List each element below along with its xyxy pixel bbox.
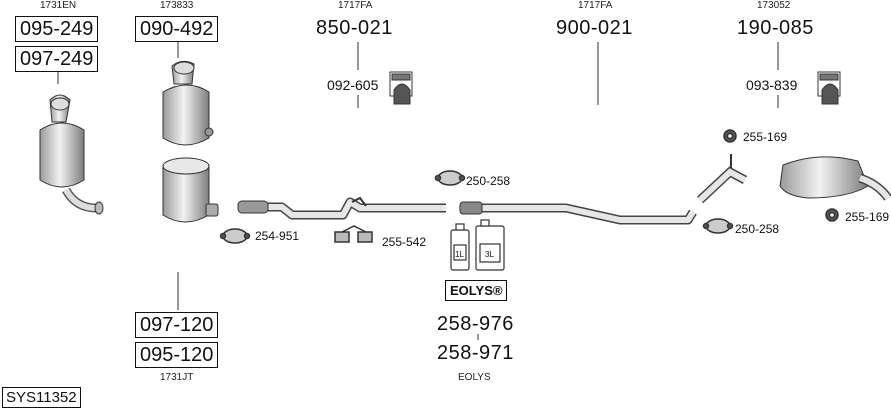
bracket-icon[interactable] bbox=[817, 71, 841, 105]
mount-icon[interactable] bbox=[334, 225, 373, 243]
additive-can-icon[interactable] bbox=[475, 219, 505, 271]
part-number[interactable]: 190-085 bbox=[737, 17, 814, 39]
catalytic-converter-icon[interactable] bbox=[39, 94, 104, 215]
part-number[interactable]: 258-971 bbox=[437, 342, 514, 364]
front-pipe-icon[interactable] bbox=[237, 196, 446, 220]
clamp-icon[interactable] bbox=[219, 228, 251, 244]
rear-silencer-icon[interactable] bbox=[696, 154, 891, 204]
eolys-badge: EOLYS® bbox=[445, 280, 508, 301]
accessory-part-number[interactable]: 254-951 bbox=[255, 229, 300, 243]
accessory-part-number[interactable]: 255-169 bbox=[845, 210, 890, 224]
part-number-box[interactable]: 095-120 bbox=[135, 342, 219, 368]
part-number-box[interactable]: 097-120 bbox=[135, 312, 219, 338]
leader-lines bbox=[57, 42, 779, 340]
middle-pipe-icon[interactable] bbox=[459, 201, 697, 225]
system-id: SYS11352 bbox=[2, 387, 81, 408]
can-label: 1L bbox=[455, 250, 464, 259]
particulate-filter-icon[interactable] bbox=[162, 157, 219, 223]
ref-173052: 173052 bbox=[757, 0, 791, 11]
ref-173833: 173833 bbox=[160, 0, 194, 11]
part-number-box[interactable]: 097-249 bbox=[15, 46, 99, 72]
bracket-part-number[interactable]: 092-605 bbox=[327, 77, 379, 93]
accessory-part-number[interactable]: 255-169 bbox=[743, 130, 788, 144]
ref-1717fa: 1717FA bbox=[338, 0, 373, 11]
part-number[interactable]: 850-021 bbox=[316, 17, 393, 39]
ref-eolys: EOLYS bbox=[458, 372, 491, 383]
bracket-icon[interactable] bbox=[389, 71, 413, 105]
bracket-part-number[interactable]: 093-839 bbox=[746, 77, 798, 93]
can-label: 3L bbox=[485, 250, 494, 259]
clamp-icon[interactable] bbox=[702, 218, 734, 234]
part-number-box[interactable]: 095-249 bbox=[15, 16, 99, 42]
ref-1731jt: 1731JT bbox=[160, 372, 194, 383]
rubber-mount-icon[interactable] bbox=[825, 208, 839, 222]
part-number[interactable]: 258-976 bbox=[437, 313, 514, 335]
accessory-part-number[interactable]: 250-258 bbox=[735, 222, 780, 236]
ref-1731en: 1731EN bbox=[40, 0, 77, 11]
rubber-mount-icon[interactable] bbox=[723, 129, 737, 143]
accessory-part-number[interactable]: 255-542 bbox=[382, 235, 427, 249]
additive-can-icon[interactable] bbox=[450, 223, 470, 271]
catalytic-converter-icon[interactable] bbox=[162, 60, 214, 146]
clamp-icon[interactable] bbox=[434, 170, 466, 186]
accessory-part-number[interactable]: 250-258 bbox=[466, 174, 511, 188]
ref-1717fa: 1717FA bbox=[578, 0, 613, 11]
part-number-box[interactable]: 090-492 bbox=[135, 16, 219, 42]
part-number[interactable]: 900-021 bbox=[556, 17, 633, 39]
